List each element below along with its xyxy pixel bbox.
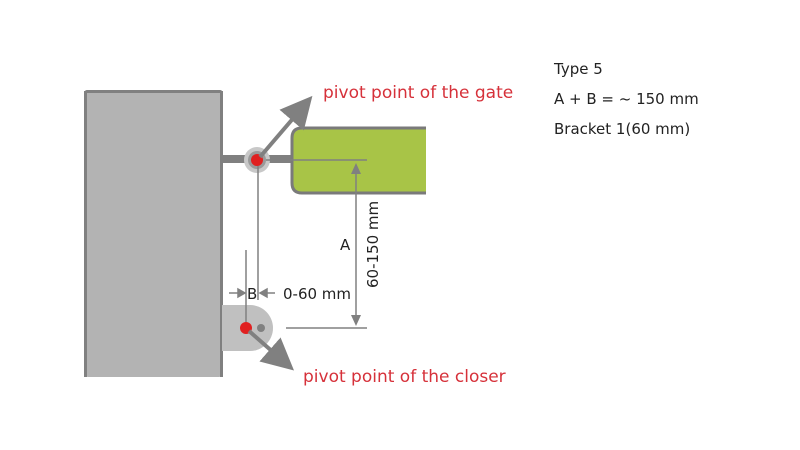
gate-pivot-arrow (258, 95, 313, 159)
type-label: Type 5 (554, 60, 603, 78)
closer-pivot-arrow (247, 329, 295, 371)
gate-pivot-label: pivot point of the gate (323, 83, 513, 103)
bracket-label: Bracket 1(60 mm) (554, 120, 691, 138)
dimension-a-arrow-top (351, 163, 361, 174)
closer-pivot-label: pivot point of the closer (303, 367, 506, 387)
dimension-a-label: A (340, 236, 351, 254)
dimension-b-arrow-right (258, 287, 275, 299)
dimension-b-range-label: 0-60 mm (283, 285, 351, 303)
dimension-a-arrow-bottom (351, 315, 361, 326)
dimension-b-label: B (247, 285, 257, 303)
specification-panel: Type 5 A + B = ~ 150 mm Bracket 1(60 mm) (554, 54, 699, 144)
dimension-a-range-label: 60-150 mm (364, 201, 382, 288)
formula-label: A + B = ~ 150 mm (554, 90, 699, 108)
dimension-b-arrow-left (229, 287, 247, 299)
gate-post (84, 90, 223, 377)
